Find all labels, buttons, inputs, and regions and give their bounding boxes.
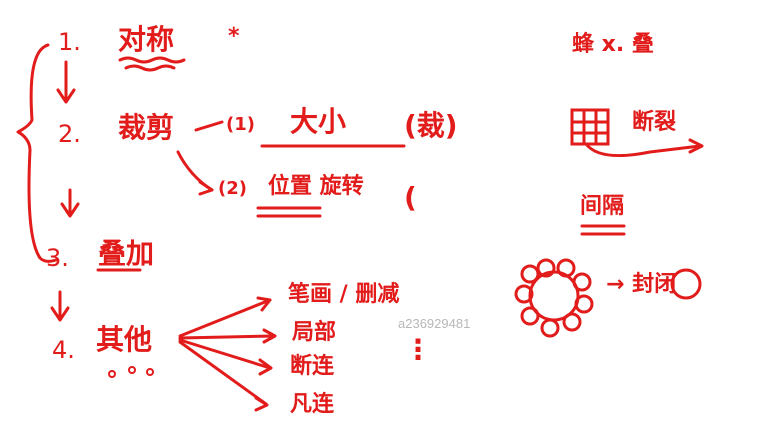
step-1-mark: * bbox=[228, 24, 240, 49]
flow-arrow-3-4-head bbox=[50, 306, 70, 322]
step-4-number: 4. bbox=[52, 336, 75, 364]
branch-2-tag: (2) bbox=[218, 178, 247, 199]
option-2: 局部 bbox=[292, 320, 337, 345]
step-3-label: 叠加 bbox=[98, 237, 155, 270]
branch-1-tag: (1) bbox=[226, 114, 255, 135]
side-arrow-label: 断裂 bbox=[632, 110, 677, 135]
fan-arrow-4-head bbox=[254, 396, 269, 412]
grid-arrow-head bbox=[688, 138, 704, 154]
option-1: 笔画 / 删减 bbox=[288, 282, 400, 307]
fan-arrow-2 bbox=[178, 334, 276, 340]
branch-arrow-2 bbox=[176, 150, 214, 192]
wavy-underline bbox=[118, 56, 186, 64]
fan-arrow-2-head bbox=[262, 328, 277, 344]
branch-2-text: 位置 旋转 bbox=[268, 174, 364, 199]
fan-arrow-3-head bbox=[258, 358, 273, 376]
flow-arrow-2-3-head bbox=[60, 202, 80, 218]
fan-arrow-1-head bbox=[256, 296, 272, 312]
step-1-number: 1. bbox=[58, 28, 81, 56]
option-4: 凡连 bbox=[290, 392, 335, 417]
left-brace bbox=[16, 43, 58, 263]
watermark: a236929481 bbox=[398, 316, 471, 331]
wavy-underline-2 bbox=[124, 64, 176, 72]
fan-arrow-1 bbox=[178, 298, 272, 338]
branch-1-text: 大小 bbox=[290, 105, 347, 138]
branch-1-note: (裁) bbox=[404, 109, 458, 142]
branch-2-note: ( bbox=[404, 181, 417, 214]
step-2-label: 裁剪 bbox=[118, 111, 175, 144]
grid-sketch bbox=[570, 108, 610, 146]
step-1-label: 对称 bbox=[118, 23, 175, 56]
side-top-label: 蜂 x. 叠 bbox=[572, 32, 654, 57]
flow-arrow-1-2-head bbox=[56, 88, 76, 104]
fan-arrow-3 bbox=[178, 338, 272, 370]
closed-circle bbox=[670, 268, 702, 300]
more-options-ellipsis: ⋮ bbox=[404, 333, 432, 366]
step-4-label: 其他 bbox=[96, 323, 153, 356]
grid-arrow bbox=[584, 142, 702, 158]
option-3: 断连 bbox=[290, 354, 335, 379]
side-below-label: 间隔 bbox=[580, 194, 625, 219]
branch-arrow-2-head bbox=[198, 180, 214, 196]
fan-arrow-4 bbox=[178, 340, 268, 406]
branch-dash-1 bbox=[194, 120, 224, 132]
flower-sketch bbox=[514, 258, 594, 338]
step-2-number: 2. bbox=[58, 120, 81, 148]
step-3-number: 3. bbox=[46, 244, 69, 272]
flower-label: → 封闭 bbox=[606, 272, 677, 297]
